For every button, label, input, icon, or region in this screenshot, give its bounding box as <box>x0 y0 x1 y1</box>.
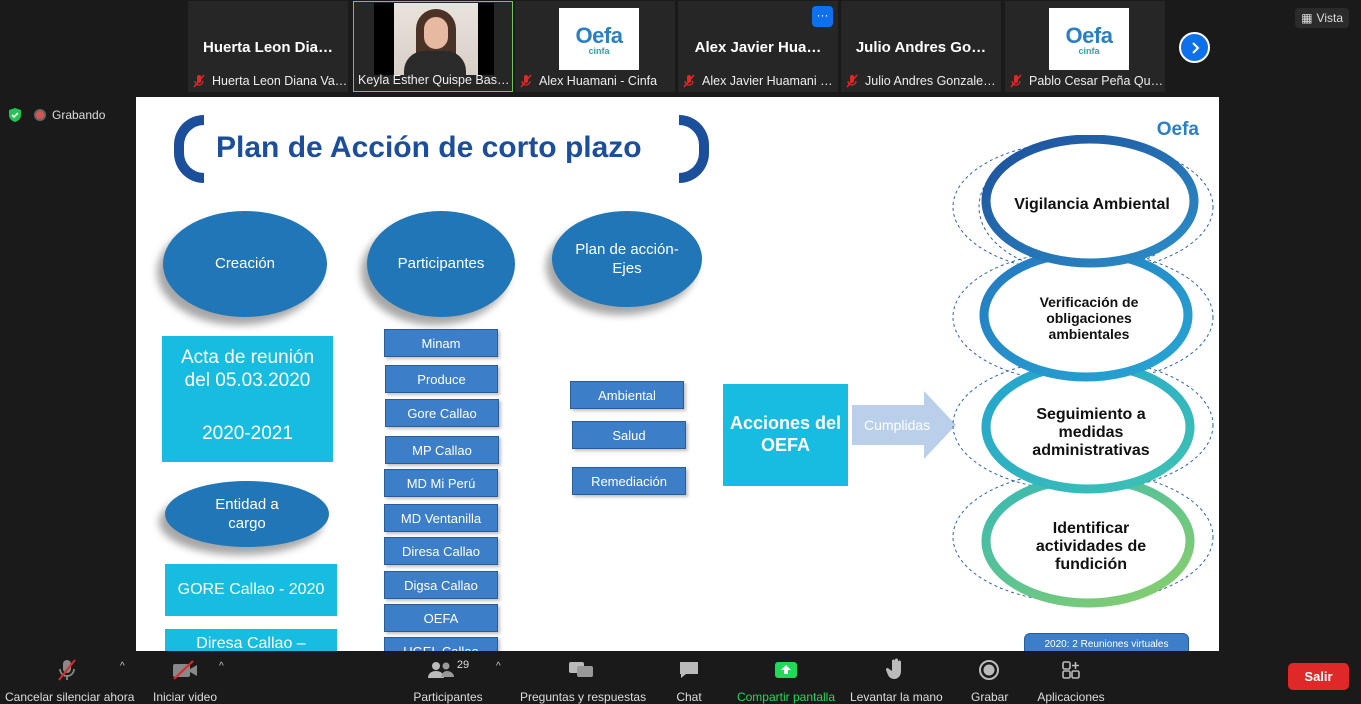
ring-seguimiento: Seguimiento a medidas administrativas <box>1032 406 1150 459</box>
mic-muted-icon <box>846 74 858 88</box>
chevron-right-icon <box>1191 41 1199 54</box>
participant-pill: UGEL Callao <box>384 637 498 651</box>
mic-muted-icon <box>193 74 205 88</box>
chat-button[interactable]: Chat <box>674 657 704 704</box>
participant-caption: Huerta Leon Diana Va… <box>188 72 348 90</box>
eje-pill: Remediación <box>572 467 686 495</box>
apps-button[interactable]: Aplicaciones <box>1037 657 1105 704</box>
diresa-box: Diresa Callao – <box>165 629 337 651</box>
participant-gallery: Huerta Leon Dia… Huerta Leon Diana Va… K… <box>188 0 1168 94</box>
share-screen-icon <box>775 662 797 678</box>
mic-muted-icon <box>520 74 532 88</box>
next-page-button[interactable] <box>1179 32 1210 63</box>
mic-muted-icon <box>58 659 76 681</box>
grid-icon: ▦ <box>1301 11 1313 25</box>
oefa-logo: Oefa cinfa <box>559 8 639 70</box>
recording-status: Grabando <box>8 107 105 123</box>
participant-tile[interactable]: ··· Alex Javier Hua… Alex Javier Huamani… <box>678 1 838 92</box>
recording-icon <box>34 109 46 121</box>
audio-options-caret[interactable]: ^ <box>120 661 125 672</box>
participant-name-large: Huerta Leon Dia… <box>202 39 334 56</box>
ring-vigilancia: Vigilancia Ambiental <box>1014 196 1170 213</box>
participant-caption: Pablo Cesar Peña Qui… <box>1005 72 1165 90</box>
arrow-right-icon <box>852 391 956 459</box>
reuniones-box: 2020: 2 Reuniones virtuales <box>1024 633 1189 651</box>
mic-muted-icon <box>1010 74 1022 88</box>
acciones-box: Acciones del OEFA <box>723 384 848 486</box>
apps-icon <box>1062 661 1080 679</box>
view-button[interactable]: ▦ Vista <box>1295 8 1349 28</box>
rings-decoration <box>952 135 1214 608</box>
participants-icon <box>427 662 454 678</box>
participant-tile[interactable]: Huerta Leon Dia… Huerta Leon Diana Va… <box>188 1 348 92</box>
participant-tile-speaker[interactable]: Keyla Esther Quispe Bas… <box>353 1 513 92</box>
participant-video <box>374 3 494 81</box>
participant-pill: OEFA <box>384 604 498 632</box>
qa-button[interactable]: Preguntas y respuestas <box>520 657 646 704</box>
shield-icon <box>9 108 21 122</box>
acta-box: Acta de reunión del 05.03.2020 2020-2021 <box>162 336 333 462</box>
leave-button[interactable]: Salir <box>1288 663 1349 690</box>
eje-pill: Ambiental <box>570 381 684 409</box>
raise-hand-button[interactable]: Levantar la mano <box>850 657 943 704</box>
participant-name-large: Julio Andres Go… <box>855 39 987 56</box>
start-video-button[interactable]: Iniciar video <box>152 657 218 704</box>
ring-verificacion: Verificación de obligaciones ambientales <box>1039 294 1139 342</box>
slide-logo: Oefa <box>1156 119 1199 140</box>
participant-caption: Keyla Esther Quispe Bas… <box>358 73 510 87</box>
ring-identificar: Identificar actividades de fundición <box>1035 520 1147 573</box>
participant-tile[interactable]: Oefa cinfa Pablo Cesar Peña Qui… <box>1005 1 1165 92</box>
oval-participantes: Participantes <box>367 211 515 317</box>
slide-title: Plan de Acción de corto plazo <box>216 131 642 164</box>
meeting-toolbar: Cancelar silenciar ahora ^ Iniciar video… <box>0 651 1361 704</box>
qa-icon <box>569 662 593 677</box>
raise-hand-icon <box>886 658 901 679</box>
participant-pill: Diresa Callao <box>384 537 498 565</box>
mic-muted-icon <box>683 74 695 88</box>
participant-pill: Produce <box>385 365 498 393</box>
participant-pill: MP Callao <box>385 436 499 464</box>
oval-plan: Plan de acción- Ejes <box>552 211 702 307</box>
chat-icon <box>680 662 698 678</box>
record-button[interactable]: Grabar <box>971 657 1008 704</box>
oval-creacion: Creación <box>163 211 327 317</box>
participants-button[interactable]: 29 Participantes <box>413 659 483 704</box>
unmute-button[interactable]: Cancelar silenciar ahora <box>5 657 134 704</box>
eje-pill: Salud <box>572 421 686 449</box>
participant-tile[interactable]: Julio Andres Go… Julio Andres Gonzale… <box>841 1 1001 92</box>
participant-pill: MD Mi Perú <box>384 469 498 497</box>
participant-pill: Minam <box>384 329 498 357</box>
shared-screen-slide: Plan de Acción de corto plazo Oefa Creac… <box>136 97 1219 651</box>
participant-caption: Alex Javier Huamani … <box>678 72 838 90</box>
more-options-button[interactable]: ··· <box>812 6 833 27</box>
video-off-icon <box>173 660 197 680</box>
gore-box: GORE Callao - 2020 <box>165 564 337 616</box>
oval-entidad: Entidad a cargo <box>165 481 329 547</box>
participant-pill: Gore Callao <box>385 399 499 427</box>
oefa-logo: Oefa cinfa <box>1049 8 1129 70</box>
participants-count: 29 <box>456 659 470 671</box>
participant-pill: Digsa Callao <box>384 571 498 599</box>
participant-caption: Alex Huamani - Cinfa <box>515 72 675 90</box>
share-screen-button[interactable]: Compartir pantalla <box>736 657 836 704</box>
slide-title-frame: Plan de Acción de corto plazo <box>174 115 709 183</box>
video-options-caret[interactable]: ^ <box>219 661 224 672</box>
participant-name-large: Alex Javier Hua… <box>694 39 822 56</box>
participant-pill: MD Ventanilla <box>384 504 498 532</box>
cumplidas-label: Cumplidas <box>864 417 931 433</box>
participants-options-caret[interactable]: ^ <box>496 661 501 672</box>
participant-tile[interactable]: Oefa cinfa Alex Huamani - Cinfa <box>515 1 675 92</box>
participant-caption: Julio Andres Gonzale… <box>841 72 1001 90</box>
record-icon <box>979 660 999 680</box>
